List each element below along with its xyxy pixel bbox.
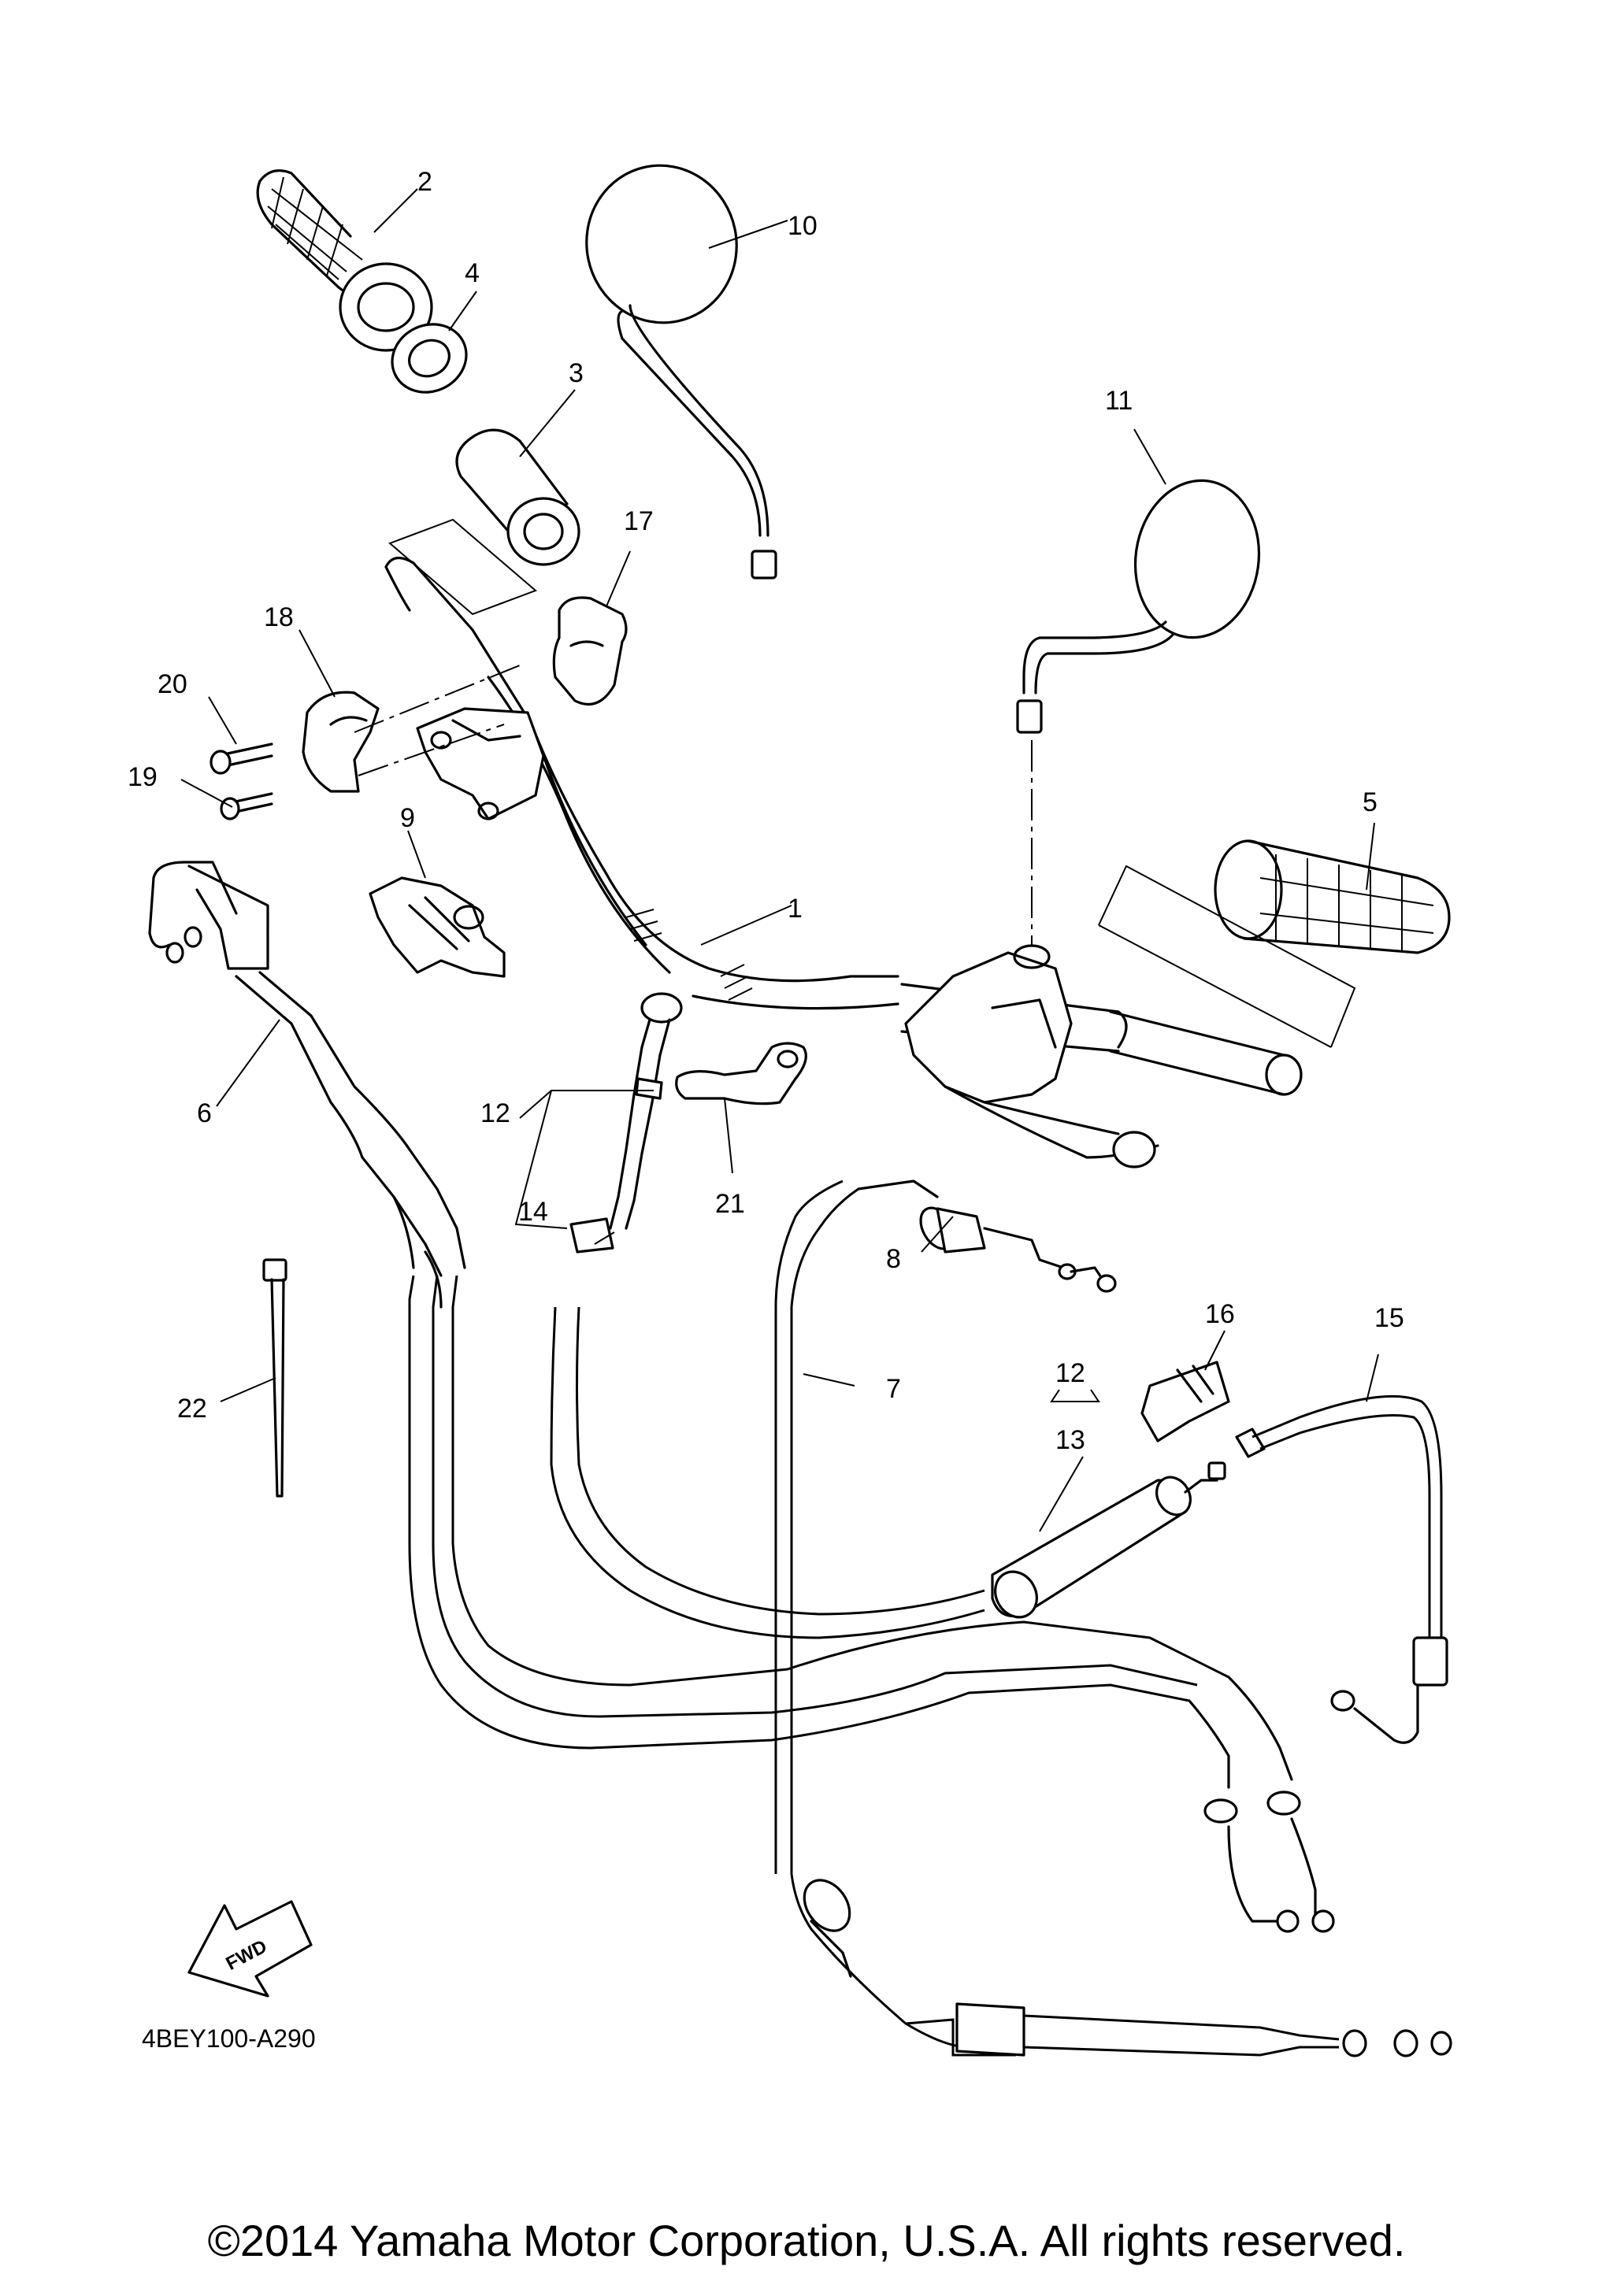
part-20-screw xyxy=(210,742,273,775)
callout-14: 14 xyxy=(518,1197,548,1227)
part-6-cable-assembly xyxy=(148,861,466,1309)
part-19-screw xyxy=(220,792,273,820)
part-11-mirror-right xyxy=(1016,479,1261,734)
callout-12b: 12 xyxy=(1055,1358,1085,1388)
callout-2: 2 xyxy=(417,167,432,197)
callout-4: 4 xyxy=(465,258,480,288)
part-5-right-grip xyxy=(1214,839,1451,954)
part-12-choke-cable xyxy=(550,992,985,1639)
part-14-nut xyxy=(569,1217,614,1254)
callout-17: 17 xyxy=(624,506,654,536)
callout-18: 18 xyxy=(264,602,294,632)
callout-5: 5 xyxy=(1363,787,1378,817)
part-22-cable-tie xyxy=(262,1258,287,1498)
copyright-notice: ©2014 Yamaha Motor Corporation, U.S.A. A… xyxy=(208,2216,1406,2265)
callout-20: 20 xyxy=(158,669,187,699)
leader-lines xyxy=(180,188,1379,1532)
bracket-part-3 xyxy=(388,518,537,616)
callout-11: 11 xyxy=(1105,386,1133,416)
callout-15: 15 xyxy=(1374,1303,1404,1333)
part-1-handlebar xyxy=(384,557,1303,1096)
diagram-reference-code: 4BEY100-A290 xyxy=(142,2024,316,2053)
part-13-choke-plunger xyxy=(991,1461,1226,1619)
callout-6: 6 xyxy=(197,1098,212,1128)
left-switch-housing xyxy=(416,707,545,820)
callout-16: 16 xyxy=(1205,1299,1235,1329)
callout-10: 10 xyxy=(788,211,818,241)
part-16-clip xyxy=(1140,1361,1230,1442)
part-9-lever-holder xyxy=(369,876,506,978)
part-2-left-grip xyxy=(256,169,433,352)
part-4-washer xyxy=(391,323,468,394)
part-15-cable xyxy=(1235,1394,1448,1744)
part-18-switch-half xyxy=(302,691,380,793)
right-switch-lever-assembly xyxy=(904,944,1159,1168)
callout-22: 22 xyxy=(177,1394,207,1424)
callout-12a: 12 xyxy=(480,1098,510,1128)
fwd-arrow-icon: FWD xyxy=(187,1900,313,1998)
part-10-mirror-left xyxy=(585,164,777,580)
callout-7: 7 xyxy=(886,1374,901,1404)
cable-routing-runs xyxy=(408,1275,1335,1933)
callout-19: 19 xyxy=(128,762,158,792)
leader-clamp-alignment xyxy=(354,665,521,733)
callout-13: 13 xyxy=(1055,1425,1085,1455)
part-7-throttle-cable xyxy=(774,1179,1452,2057)
part-21-bracket xyxy=(675,1042,807,1105)
callout-labels: 1 2 3 4 5 6 7 8 9 10 11 12 12 13 14 15 1… xyxy=(128,167,1404,1455)
callout-3: 3 xyxy=(569,358,584,388)
callout-1: 1 xyxy=(788,894,803,924)
callout-21: 21 xyxy=(715,1189,745,1219)
callout-9: 9 xyxy=(400,803,415,833)
part-3-throttle-tube xyxy=(455,428,580,566)
bracket-part-5 xyxy=(1098,865,1356,1048)
part-17-switch-half xyxy=(552,596,628,706)
callout-8: 8 xyxy=(886,1244,901,1274)
